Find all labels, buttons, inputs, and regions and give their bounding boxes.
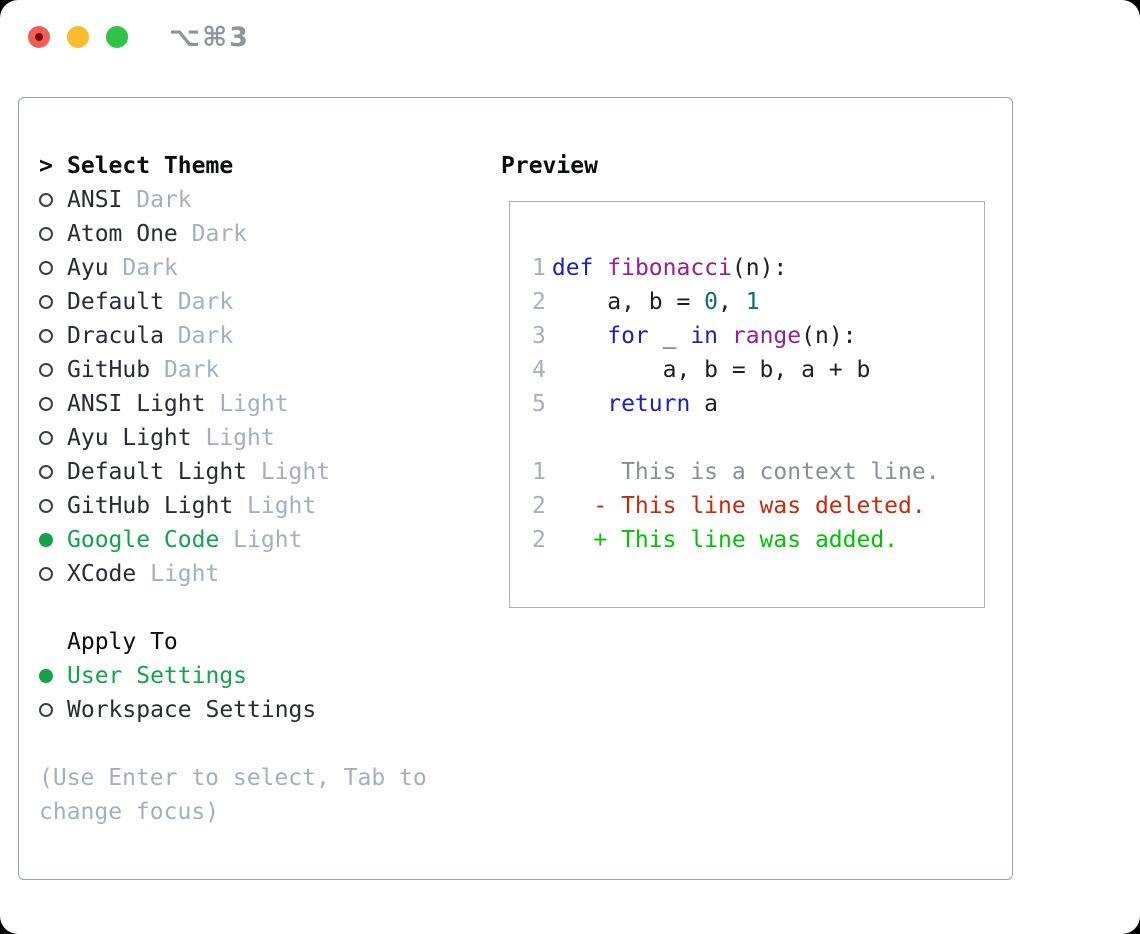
option-label: User Settings	[67, 663, 248, 689]
preview-title: Preview	[501, 153, 598, 179]
focus-chevron-icon: >	[39, 153, 53, 179]
option-variant-label: Light	[191, 425, 275, 451]
radio-unselected-icon	[39, 227, 67, 241]
theme-option-ayu-light[interactable]: Ayu Light Light	[39, 421, 479, 455]
option-variant-label: Dark	[108, 255, 178, 281]
line-content: return a	[607, 391, 719, 417]
theme-option-github-light[interactable]: GitHub Light Light	[39, 489, 479, 523]
preview-code-line: 3 for _ in range(n):	[532, 319, 978, 353]
theme-option-ansi-light[interactable]: ANSI Light Light	[39, 387, 479, 421]
line-content: a, b = b, a + b	[551, 357, 871, 383]
line-number: 3	[532, 323, 546, 349]
minimize-button[interactable]	[67, 26, 89, 48]
radio-unselected-icon	[39, 465, 67, 479]
line-number: 2	[532, 527, 546, 553]
radio-unselected-icon	[39, 703, 67, 717]
option-label: Ayu Light	[67, 425, 192, 451]
option-variant-label: Light	[233, 493, 317, 519]
option-label: ANSI	[67, 187, 123, 213]
radio-unselected-icon	[39, 295, 67, 309]
line-content: for _ in range(n):	[607, 323, 857, 349]
theme-option-default-dark[interactable]: Default Dark	[39, 285, 479, 319]
line-number: 1	[532, 255, 546, 281]
radio-unselected-icon	[39, 431, 67, 445]
apply-option-workspace-settings[interactable]: Workspace Settings	[39, 693, 479, 727]
modified-dot-icon	[35, 33, 43, 41]
theme-option-ansi-dark[interactable]: ANSI Dark	[39, 183, 479, 217]
apply-option-user-settings[interactable]: User Settings	[39, 659, 479, 693]
option-label: XCode	[67, 561, 137, 587]
option-label: Workspace Settings	[67, 697, 317, 723]
keyboard-hint-text: (Use Enter to select, Tab to change focu…	[39, 765, 427, 825]
option-label: GitHub	[67, 357, 151, 383]
line-content: a, b = 0, 1	[551, 289, 760, 315]
line-content: This is a context line.	[551, 459, 940, 485]
option-variant-label: Light	[247, 459, 331, 485]
window-title-shortcut: ⌥⌘3	[169, 21, 250, 53]
option-label: GitHub Light	[67, 493, 234, 519]
option-variant-label: Dark	[150, 357, 220, 383]
theme-option-ayu-dark[interactable]: Ayu Dark	[39, 251, 479, 285]
section-gap	[39, 591, 479, 625]
radio-selected-icon	[39, 533, 67, 547]
radio-selected-icon	[39, 669, 67, 683]
preview-code-line: 5 return a	[532, 387, 978, 421]
select-theme-title: Select Theme	[67, 153, 234, 179]
preview-diff-line: 2 + This line was added.	[532, 523, 978, 557]
line-number: 4	[532, 357, 546, 383]
preview-code-line: 4 a, b = b, a + b	[532, 353, 978, 387]
option-variant-label: Dark	[163, 323, 234, 349]
section-gap	[39, 727, 479, 761]
option-label: Default	[67, 289, 164, 315]
theme-option-xcode-light[interactable]: XCode Light	[39, 557, 479, 591]
radio-unselected-icon	[39, 363, 67, 377]
option-variant-label: Dark	[177, 221, 248, 247]
preview-diff-line: 1 This is a context line.	[532, 455, 978, 489]
select-theme-header: > Select Theme	[39, 149, 479, 183]
line-content: def fibonacci(n):	[551, 255, 788, 281]
line-content: + This line was added.	[551, 527, 899, 553]
option-label: Atom One	[67, 221, 178, 247]
apply-to-title: Apply To	[67, 629, 178, 655]
theme-option-dracula-dark[interactable]: Dracula Dark	[39, 319, 479, 353]
zoom-button[interactable]	[106, 26, 128, 48]
radio-unselected-icon	[39, 499, 67, 513]
radio-unselected-icon	[39, 397, 67, 411]
radio-unselected-icon	[39, 567, 67, 581]
option-variant-label: Light	[219, 527, 303, 553]
line-number: 2	[532, 493, 546, 519]
titlebar: ⌥⌘3	[0, 0, 1140, 74]
option-label: ANSI Light	[67, 391, 206, 417]
line-number: 1	[532, 459, 546, 485]
theme-option-atom-one-dark[interactable]: Atom One Dark	[39, 217, 479, 251]
theme-option-default-light[interactable]: Default Light Light	[39, 455, 479, 489]
radio-unselected-icon	[39, 261, 67, 275]
radio-unselected-icon	[39, 329, 67, 343]
theme-option-google-code-light[interactable]: Google Code Light	[39, 523, 479, 557]
option-label: Google Code	[67, 527, 220, 553]
line-content: - This line was deleted.	[551, 493, 926, 519]
option-variant-label: Dark	[163, 289, 234, 315]
apply-to-header: Apply To	[39, 625, 479, 659]
option-label: Ayu	[67, 255, 109, 281]
radio-unselected-icon	[39, 193, 67, 207]
line-number: 5	[532, 391, 546, 417]
preview-code-line: 2 a, b = 0, 1	[532, 285, 978, 319]
option-label: Default Light	[67, 459, 248, 485]
preview-gap	[532, 421, 978, 455]
option-label: Dracula	[67, 323, 164, 349]
option-variant-label: Light	[136, 561, 220, 587]
line-number: 2	[532, 289, 546, 315]
option-variant-label: Dark	[122, 187, 192, 213]
theme-option-github-dark[interactable]: GitHub Dark	[39, 353, 479, 387]
option-variant-label: Light	[205, 391, 289, 417]
preview-diff-line: 2 - This line was deleted.	[532, 489, 978, 523]
close-button[interactable]	[28, 26, 50, 48]
